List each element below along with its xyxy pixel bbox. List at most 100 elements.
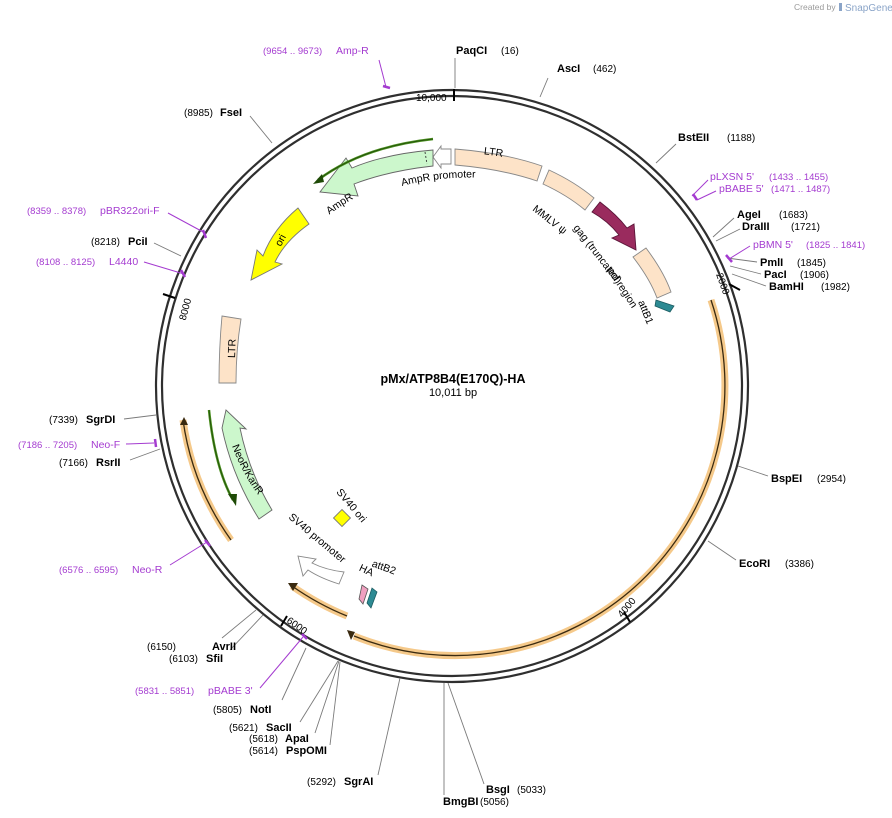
- site-position: (5805): [213, 705, 242, 716]
- primer-range: (8359 .. 8378): [27, 206, 86, 217]
- primer-l4440[interactable]: (8108 .. 8125) L4440: [36, 256, 187, 278]
- primer-neo-f[interactable]: (7186 .. 7205) Neo-F: [18, 438, 158, 451]
- site-position: (6103): [169, 654, 198, 665]
- plasmid-length: 10,011 bp: [429, 387, 477, 399]
- restriction-site-agei[interactable]: AgeI (1683): [712, 209, 808, 238]
- site-name: BspEI: [771, 473, 802, 485]
- restriction-site-avrii[interactable]: AvrII (6150): [147, 609, 257, 653]
- feature-label-ampr: AmpR: [324, 191, 356, 217]
- restriction-site-paqci[interactable]: PaqCI (16): [454, 45, 519, 88]
- primer-range: (7186 .. 7205): [18, 440, 77, 451]
- restriction-site-bamhi[interactable]: BamHI (1982): [731, 273, 850, 293]
- primer-name: pBABE 5': [719, 183, 764, 195]
- restriction-site-ecori[interactable]: EcoRI (3386): [707, 540, 814, 570]
- tick-mark: [623, 611, 631, 623]
- primer-pbabe-5[interactable]: pBABE 5' (1471 .. 1487): [696, 183, 830, 201]
- site-name: PciI: [128, 236, 148, 248]
- primer-name: L4440: [109, 256, 138, 268]
- feature-label-ha: HA: [357, 562, 375, 579]
- site-name: PspOMI: [286, 745, 327, 757]
- primer-pbmn-5[interactable]: pBMN 5' (1825 .. 1841): [725, 239, 865, 263]
- site-name: BstEII: [678, 132, 709, 144]
- restriction-site-bmgbi[interactable]: BmgBI (5056): [443, 683, 509, 808]
- primer-name: Amp-R: [336, 45, 369, 57]
- restriction-site-apai[interactable]: ApaI (5618): [249, 660, 340, 745]
- site-position: (1721): [791, 222, 820, 233]
- primer-pbr322ori-f[interactable]: (8359 .. 8378) pBR322ori-F: [27, 205, 208, 239]
- primer-range: (1433 .. 1455): [769, 172, 828, 183]
- site-name: ApaI: [285, 733, 309, 745]
- site-name: AgeI: [737, 209, 761, 221]
- restriction-site-bsgi[interactable]: BsgI (5033): [447, 682, 546, 796]
- primer-amp-r[interactable]: (9654 .. 9673) Amp-R: [263, 45, 391, 90]
- restriction-site-fsei[interactable]: FseI (8985): [184, 107, 273, 144]
- restriction-site-bsteii[interactable]: BstEII (1188): [655, 132, 755, 164]
- tick-label: 10,000: [416, 93, 447, 104]
- site-position: (2954): [817, 474, 846, 485]
- tick-mark: [162, 293, 176, 299]
- primer-range: (5831 .. 5851): [135, 686, 194, 697]
- restriction-site-sacii[interactable]: SacII (5621): [229, 660, 339, 734]
- plasmid-backbone: [154, 88, 750, 684]
- site-name: AscI: [557, 63, 580, 75]
- svg-text:AmpR promoter: AmpR promoter: [400, 168, 476, 188]
- site-position: (1982): [821, 282, 850, 293]
- feature-label-mmlv: MMLV ψ: [530, 203, 569, 237]
- tick-label: 2000: [713, 272, 731, 297]
- primer-name: Neo-F: [91, 439, 120, 451]
- site-position: (5292): [307, 777, 336, 788]
- site-position: (5033): [517, 785, 546, 796]
- primer-pbabe-3[interactable]: (5831 .. 5851) pBABE 3': [135, 633, 308, 697]
- site-name: RsrII: [96, 457, 120, 469]
- site-name: FseI: [220, 107, 242, 119]
- site-name: BsgI: [486, 784, 510, 796]
- restriction-site-rsrii[interactable]: RsrII (7166): [59, 448, 161, 469]
- restriction-site-paci[interactable]: PacI (1906): [729, 265, 829, 281]
- site-name: SgrAI: [344, 776, 373, 788]
- restriction-site-sfii[interactable]: SfiI (6103): [169, 614, 264, 665]
- site-position: (7166): [59, 458, 88, 469]
- restriction-site-draiii[interactable]: DraIII (1721): [715, 221, 820, 242]
- feature-label-ltr-left: LTR: [226, 338, 239, 358]
- credit-brand: SnapGene: [845, 3, 892, 14]
- restriction-site-sgrdi[interactable]: SgrDI (7339): [49, 414, 157, 426]
- primer-neo-r[interactable]: (6576 .. 6595) Neo-R: [59, 539, 211, 576]
- site-name: DraIII: [742, 221, 770, 233]
- site-position: (5614): [249, 746, 278, 757]
- primer-range: (8108 .. 8125): [36, 257, 95, 268]
- restriction-site-asci[interactable]: AscI (462): [539, 63, 616, 98]
- tick-label: 8000: [178, 297, 194, 322]
- site-position: (3386): [785, 559, 814, 570]
- site-position: (7339): [49, 415, 78, 426]
- site-position: (5056): [480, 797, 509, 808]
- restriction-site-noti[interactable]: NotI (5805): [213, 647, 307, 716]
- feature-label-ampr-promoter: AmpR promoter: [400, 168, 476, 188]
- primer-range: (6576 .. 6595): [59, 565, 118, 576]
- restriction-site-bspei[interactable]: BspEI (2954): [737, 465, 846, 485]
- primer-name: pBR322ori-F: [100, 205, 160, 217]
- site-position: (6150): [147, 642, 176, 653]
- primer-plxsn-5[interactable]: pLXSN 5' (1433 .. 1455): [691, 171, 828, 201]
- site-position: (5618): [249, 734, 278, 745]
- feature-attb2: attB2: [366, 558, 398, 609]
- feature-gag: gag (truncated): [571, 201, 637, 286]
- primer-range: (1471 .. 1487): [771, 184, 830, 195]
- feature-ori: ori: [250, 207, 310, 281]
- snapgene-logo-icon: [839, 3, 842, 11]
- feature-label-ltr-top: LTR: [483, 145, 504, 160]
- feature-label-attb1: attB1: [635, 299, 655, 326]
- restriction-site-sgrai[interactable]: SgrAI (5292): [307, 677, 401, 788]
- site-position: (1845): [797, 258, 826, 269]
- site-position: (462): [593, 64, 616, 75]
- site-name: SgrDI: [86, 414, 115, 426]
- feature-ampr: AmpR: [313, 137, 434, 217]
- restriction-site-pmli[interactable]: PmlI (1845): [726, 257, 826, 269]
- restriction-site-pcii[interactable]: PciI (8218): [91, 236, 182, 257]
- site-position: (16): [501, 46, 519, 57]
- feature-sv40-ori: SV40 ori: [332, 486, 369, 528]
- site-name: PaqCI: [456, 45, 487, 57]
- site-position: (1683): [779, 210, 808, 221]
- restriction-site-pspomi[interactable]: PspOMI (5614): [249, 661, 341, 757]
- site-name: BmgBI: [443, 796, 478, 808]
- site-name: NotI: [250, 704, 271, 716]
